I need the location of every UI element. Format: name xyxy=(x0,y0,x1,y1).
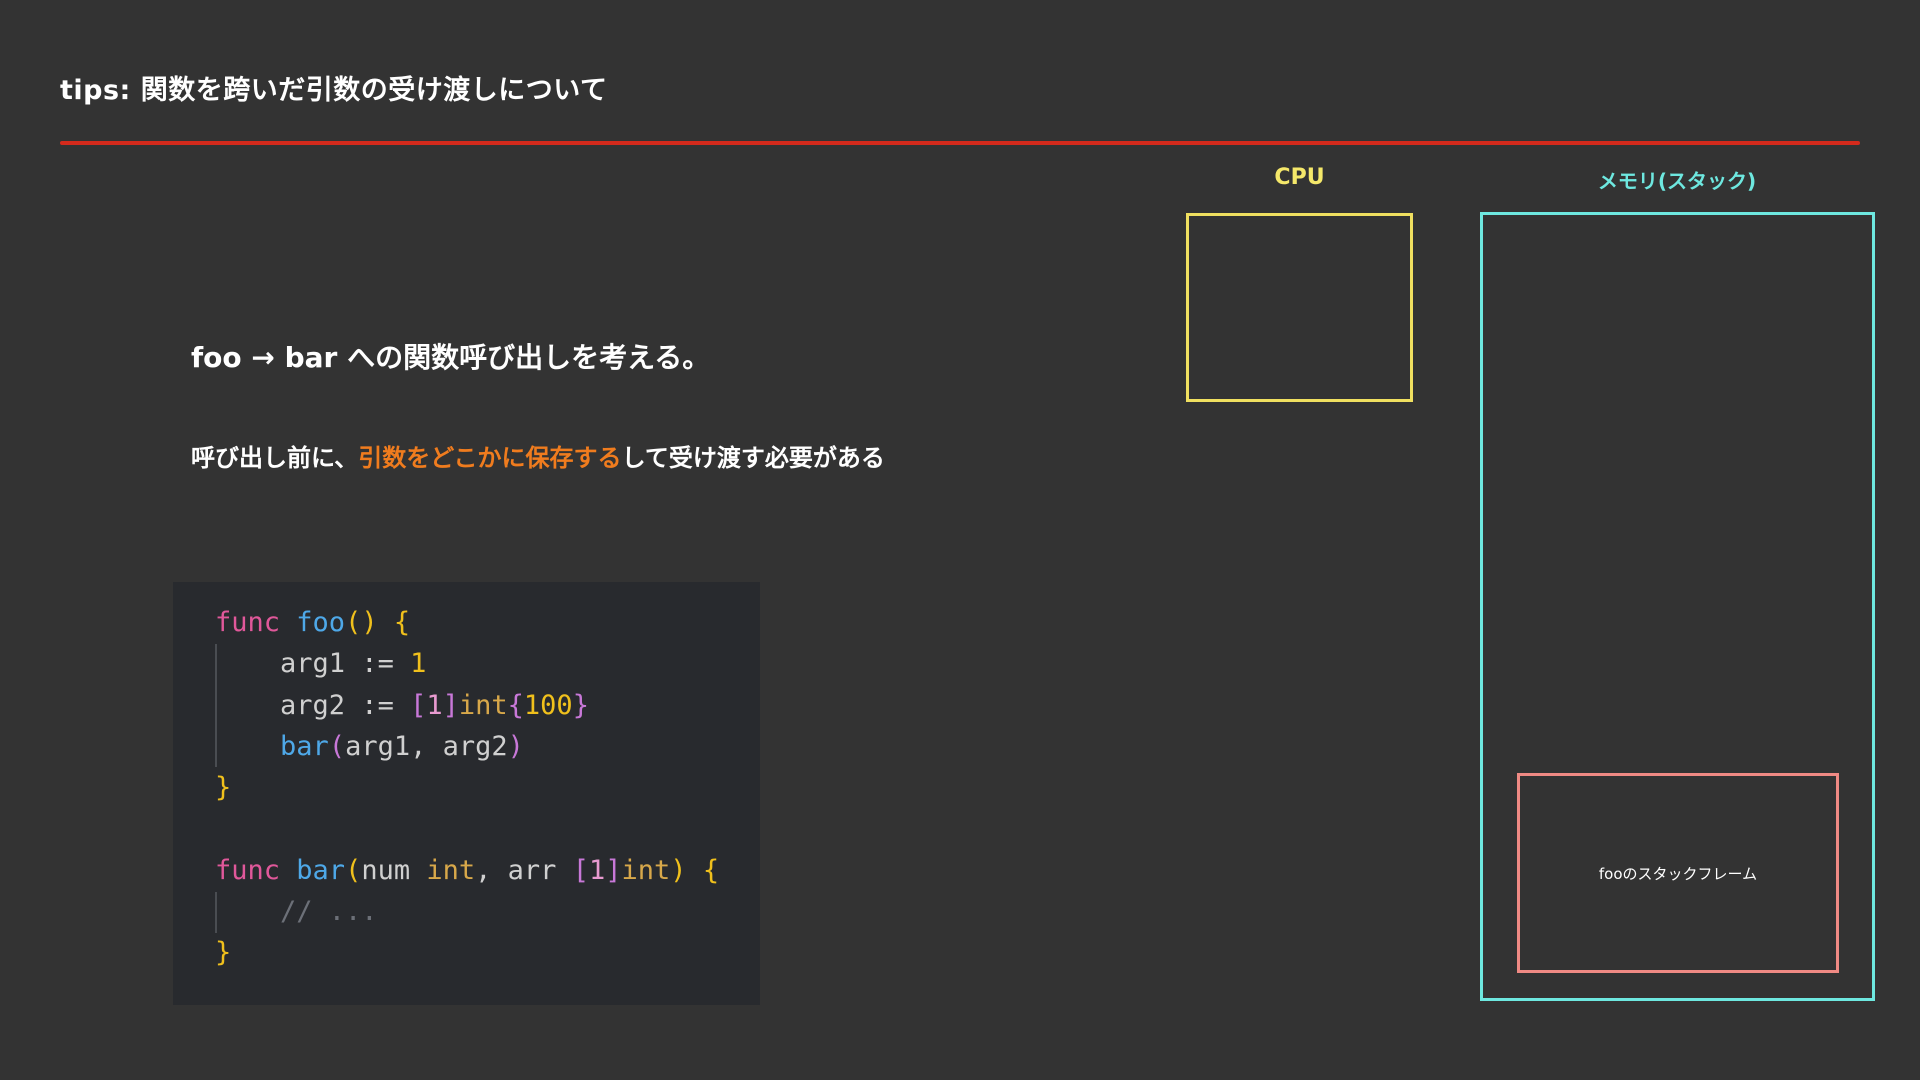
indent-guide-bar xyxy=(215,892,217,933)
title-divider xyxy=(60,141,1860,145)
code-paren: ) xyxy=(507,730,524,762)
code-line-8: // ... xyxy=(215,891,760,932)
code-function-name: foo xyxy=(296,607,346,638)
code-text: , arr xyxy=(475,854,573,886)
explanation-after: して受け渡す必要がある xyxy=(621,444,885,472)
cpu-box xyxy=(1186,213,1413,402)
cpu-label: CPU xyxy=(1274,165,1325,190)
code-brace: { xyxy=(393,607,411,638)
code-line-5: } xyxy=(215,767,760,808)
code-keyword: func xyxy=(215,854,281,886)
indent-guide-foo xyxy=(215,644,217,767)
memory-label: メモリ(スタック) xyxy=(1597,169,1757,193)
code-brace: } xyxy=(572,689,589,721)
explanation-text: 呼び出し前に、引数をどこかに保存するして受け渡す必要がある xyxy=(191,438,885,473)
code-text: arg1, arg2 xyxy=(345,730,508,762)
code-number: 1 xyxy=(426,689,443,721)
code-bracket: ] xyxy=(605,854,622,886)
code-line-6 xyxy=(215,808,760,849)
code-paren: ( xyxy=(345,854,362,886)
code-text: arg1 := xyxy=(280,648,411,680)
code-keyword: func xyxy=(215,607,281,638)
code-bracket: [ xyxy=(410,689,427,721)
memory-stack-box xyxy=(1480,212,1875,1001)
code-line-4: bar(arg1, arg2) xyxy=(215,726,760,767)
code-line-3: arg2 := [1]int{100} xyxy=(215,685,760,726)
code-block: func foo() { arg1 := 1 arg2 := [1]int{10… xyxy=(173,582,760,1005)
foo-stack-frame: fooのスタックフレーム xyxy=(1517,773,1839,973)
code-number: 1 xyxy=(410,648,427,680)
code-line-7: func bar(num int, arr [1]int) { xyxy=(215,850,760,891)
code-type: int xyxy=(426,854,476,886)
slide-title: tips: 関数を跨いだ引数の受け渡しについて xyxy=(60,75,608,106)
explanation-before: 呼び出し前に、 xyxy=(191,444,359,472)
code-type: int xyxy=(621,854,671,886)
code-number: 100 xyxy=(523,689,573,721)
stack-frame-label: fooのスタックフレーム xyxy=(1598,864,1758,883)
code-text: arg2 := xyxy=(280,689,411,721)
code-brace: } xyxy=(215,772,232,804)
explanation-highlight: 引数をどこかに保存する xyxy=(358,444,622,472)
code-text: num xyxy=(361,854,427,886)
code-bracket: ] xyxy=(442,689,459,721)
code-brace: { xyxy=(702,854,720,886)
code-brace: { xyxy=(507,689,524,721)
intro-text: foo → bar への関数呼び出しを考える。 xyxy=(191,341,711,374)
code-paren: ) xyxy=(670,854,687,886)
code-paren: () xyxy=(345,607,378,638)
code-comment: // ... xyxy=(280,896,378,928)
code-line-9: } xyxy=(215,932,760,973)
code-number: 1 xyxy=(588,854,606,886)
code-paren: ( xyxy=(328,730,346,762)
code-line-2: arg1 := 1 xyxy=(215,643,760,684)
code-line-1: func foo() { xyxy=(215,602,760,643)
code-type: int xyxy=(458,689,508,721)
code-function-name: bar xyxy=(280,730,329,762)
code-bracket: [ xyxy=(572,854,589,886)
code-brace: } xyxy=(215,937,232,969)
code-function-name: bar xyxy=(296,854,346,886)
